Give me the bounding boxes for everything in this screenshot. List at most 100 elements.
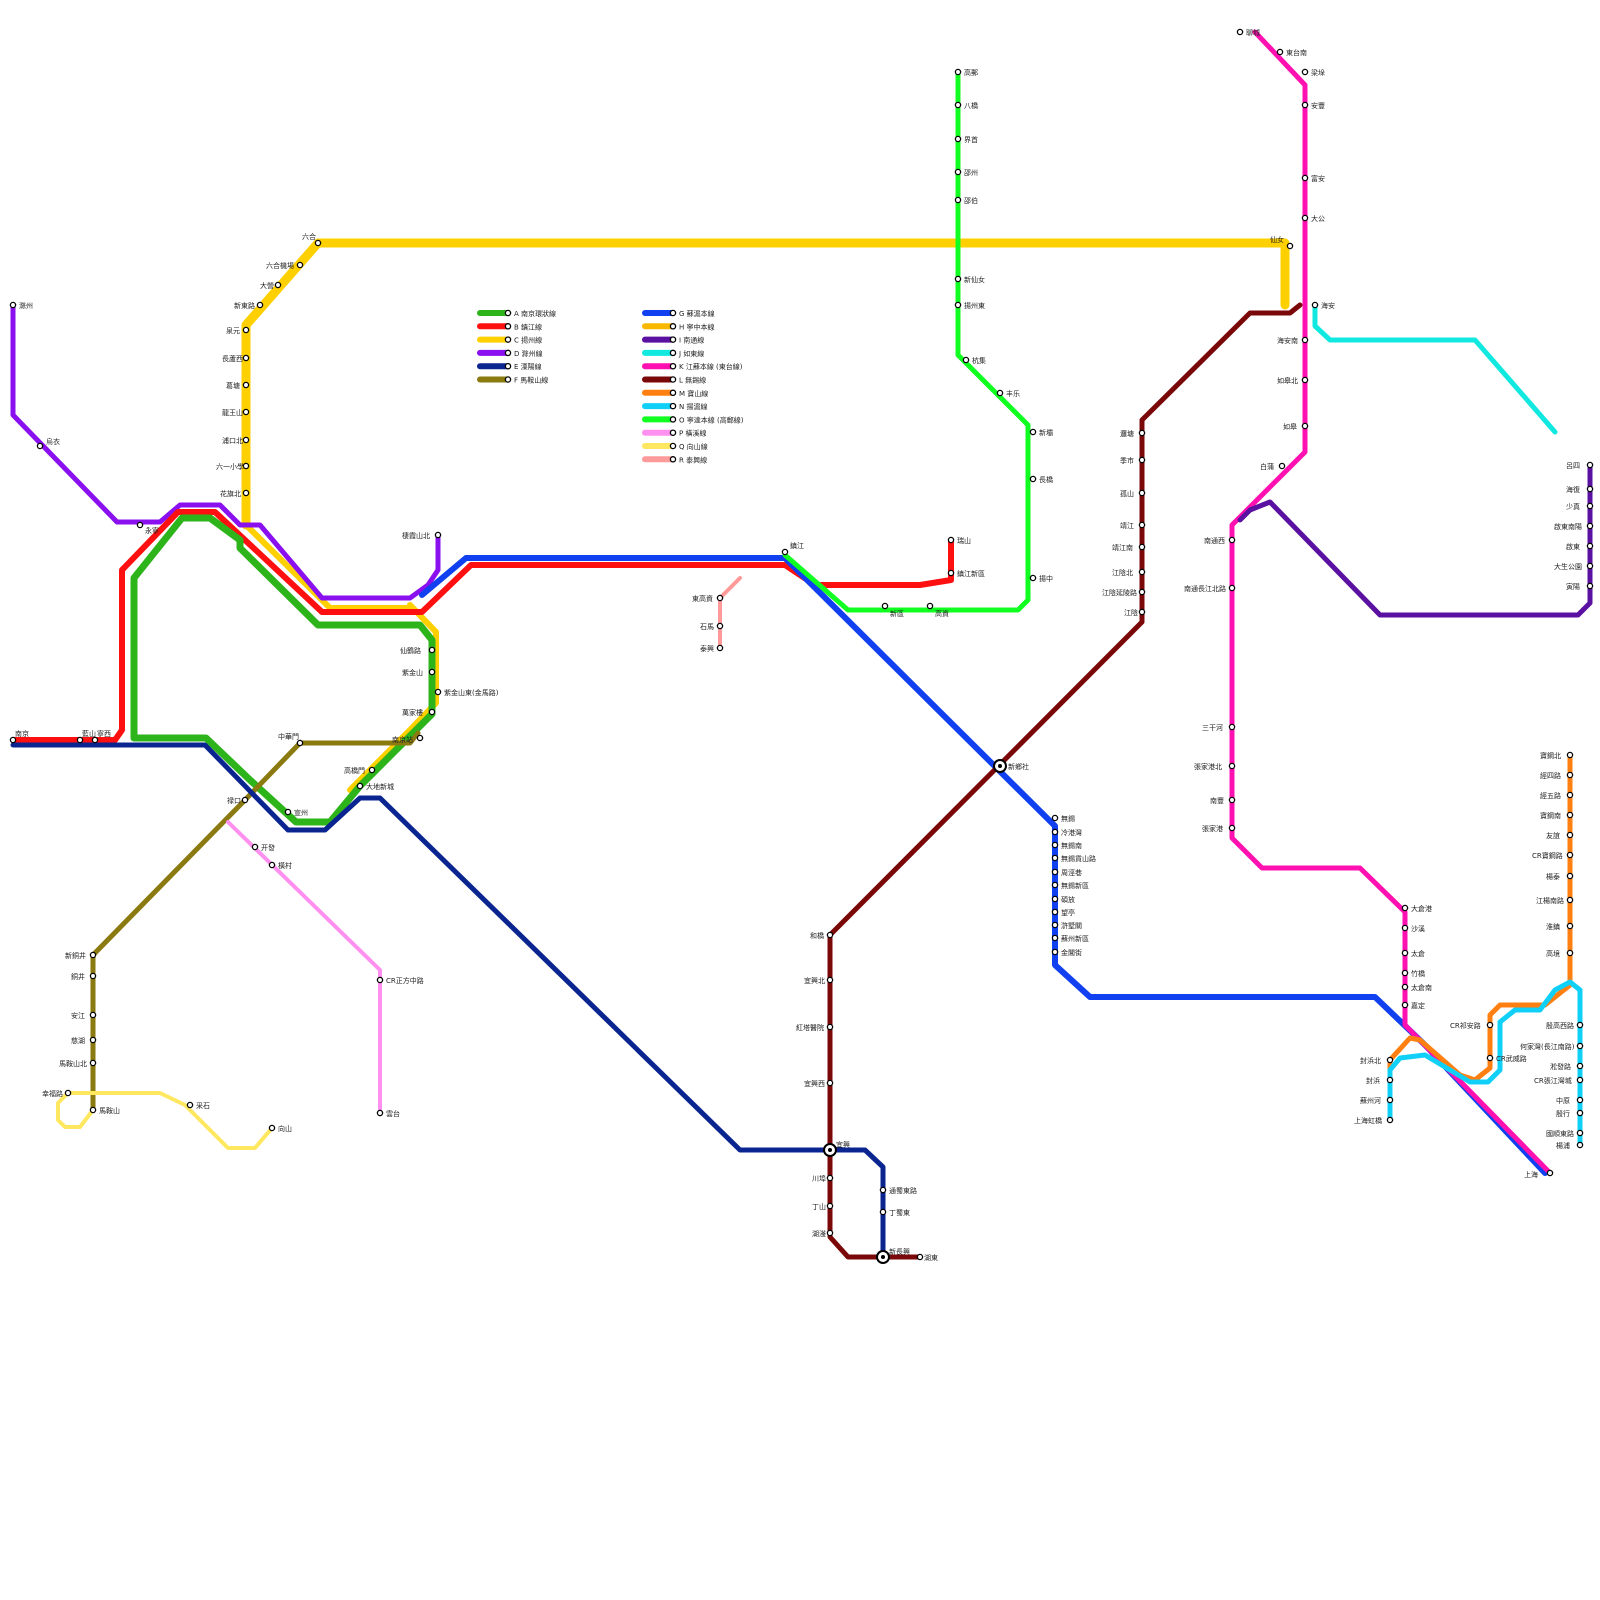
station-marker[interactable] [1052,922,1057,927]
station-marker[interactable] [1229,724,1234,729]
station-marker[interactable] [1587,583,1592,588]
station-marker[interactable] [10,302,15,307]
station-marker[interactable] [1577,1110,1582,1115]
station-marker[interactable] [257,302,262,307]
station-marker[interactable] [880,1209,885,1214]
station-marker[interactable] [827,1080,832,1085]
station-marker[interactable] [429,709,434,714]
station-marker[interactable] [1302,377,1307,382]
station-marker[interactable] [1402,925,1407,930]
station-marker[interactable] [137,522,142,527]
station-marker[interactable] [1402,984,1407,989]
station-marker[interactable] [297,740,302,745]
station-marker[interactable] [1587,543,1592,548]
station-marker[interactable] [1139,589,1144,594]
station-marker[interactable] [243,382,248,387]
station-marker[interactable] [243,437,248,442]
station-marker[interactable] [417,735,422,740]
station-marker[interactable] [955,276,960,281]
station-marker[interactable] [1567,897,1572,902]
station-marker[interactable] [1577,1022,1582,1027]
station-marker[interactable] [1030,575,1035,580]
station-marker[interactable] [1402,905,1407,910]
station-marker[interactable] [1052,882,1057,887]
station-marker[interactable] [1229,763,1234,768]
station-marker[interactable] [369,767,374,772]
station-marker[interactable] [827,932,832,937]
station-marker[interactable] [243,409,248,414]
station-marker[interactable] [717,645,722,650]
station-marker[interactable] [1139,430,1144,435]
station-marker[interactable] [1402,950,1407,955]
station-marker[interactable] [242,797,247,802]
station-marker[interactable] [377,1110,382,1115]
station-marker[interactable] [963,357,968,362]
station-marker[interactable] [1229,797,1234,802]
station-marker[interactable] [243,327,248,332]
station-marker[interactable] [435,689,440,694]
station-marker[interactable] [1577,1097,1582,1102]
station-marker[interactable] [297,262,302,267]
station-marker[interactable] [90,1037,95,1042]
station-marker[interactable] [243,355,248,360]
station-marker[interactable] [1402,1002,1407,1007]
station-marker[interactable] [1547,1170,1552,1175]
station-marker[interactable] [1139,609,1144,614]
station-marker[interactable] [1052,842,1057,847]
station-marker[interactable] [1577,1130,1582,1135]
station-marker[interactable] [997,390,1002,395]
station-marker[interactable] [782,549,787,554]
station-marker[interactable] [1302,423,1307,428]
station-marker[interactable] [880,1187,885,1192]
station-marker[interactable] [1139,522,1144,527]
station-marker[interactable] [1587,486,1592,491]
station-marker[interactable] [1567,772,1572,777]
station-marker[interactable] [1577,1077,1582,1082]
station-marker[interactable] [77,737,82,742]
station-marker[interactable] [1302,215,1307,220]
station-marker[interactable] [955,102,960,107]
station-marker[interactable] [1312,302,1317,307]
station-marker[interactable] [1139,490,1144,495]
station-marker[interactable] [1487,1022,1492,1027]
station-marker[interactable] [1402,970,1407,975]
station-marker[interactable] [1567,752,1572,757]
station-marker[interactable] [1052,869,1057,874]
station-marker[interactable] [1577,1142,1582,1147]
station-marker[interactable] [315,240,320,245]
station-marker[interactable] [1139,457,1144,462]
station-marker[interactable] [1302,175,1307,180]
station-marker[interactable] [955,169,960,174]
station-marker[interactable] [717,623,722,628]
station-marker[interactable] [955,302,960,307]
station-marker[interactable] [269,862,274,867]
station-marker[interactable] [275,282,280,287]
station-marker[interactable] [1387,1117,1392,1122]
station-marker[interactable] [1052,829,1057,834]
station-marker[interactable] [1587,523,1592,528]
station-marker[interactable] [252,844,257,849]
station-marker[interactable] [1052,935,1057,940]
station-marker[interactable] [10,737,15,742]
station-marker[interactable] [65,1090,70,1095]
station-marker[interactable] [435,532,440,537]
station-marker[interactable] [1567,812,1572,817]
station-marker[interactable] [927,603,932,608]
station-marker[interactable] [92,737,97,742]
station-marker[interactable] [1387,1077,1392,1082]
station-marker[interactable] [1587,563,1592,568]
station-marker[interactable] [1567,792,1572,797]
station-marker[interactable] [1567,852,1572,857]
station-marker[interactable] [90,973,95,978]
station-marker[interactable] [243,463,248,468]
station-marker[interactable] [1487,1055,1492,1060]
station-marker[interactable] [1567,873,1572,878]
station-marker[interactable] [269,1125,274,1130]
station-marker[interactable] [955,69,960,74]
station-marker[interactable] [1287,243,1292,248]
station-marker[interactable] [1139,569,1144,574]
station-marker[interactable] [827,1175,832,1180]
station-marker[interactable] [1237,29,1242,34]
station-marker[interactable] [1030,476,1035,481]
station-marker[interactable] [37,443,42,448]
